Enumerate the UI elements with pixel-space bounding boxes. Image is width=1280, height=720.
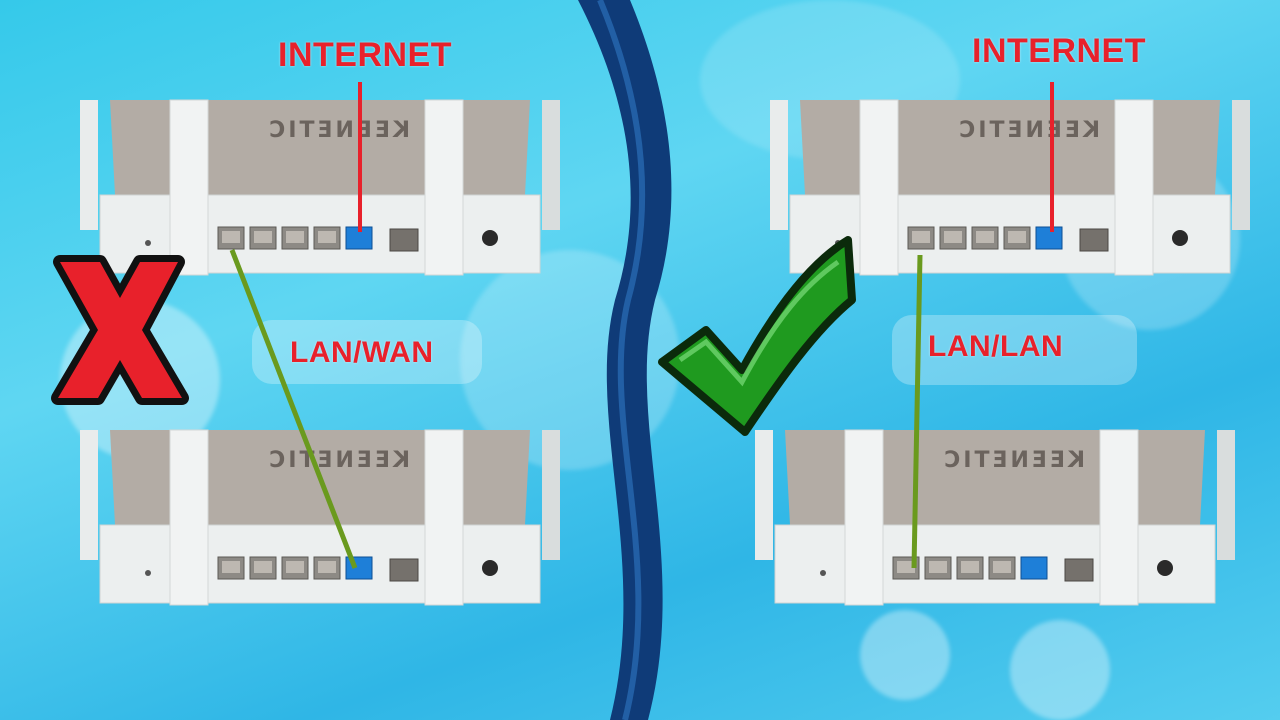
lan-port-socket: [318, 231, 336, 243]
power-jack: [1172, 230, 1188, 246]
lan-port-socket: [318, 561, 336, 573]
reset-button: [145, 240, 151, 246]
router-brand-logo: KEENETIC: [941, 448, 1085, 473]
router-brand-logo: KEENETIC: [956, 118, 1100, 143]
router-pillar: [424, 429, 464, 606]
lan-port-socket: [254, 231, 272, 243]
power-jack: [482, 230, 498, 246]
reset-button: [820, 570, 826, 576]
lan-port-socket: [254, 561, 272, 573]
power-jack: [482, 560, 498, 576]
cable-right: [911, 254, 923, 569]
antenna: [542, 100, 560, 230]
lan-lan-label: LAN/LAN: [928, 330, 1064, 363]
antenna: [770, 100, 788, 230]
router-top-left: KEENETIC: [80, 99, 560, 276]
internet-label-left: INTERNET: [278, 36, 452, 74]
label-backdrop: [892, 315, 1137, 385]
lan-port-socket: [897, 561, 915, 573]
wan-port: [1020, 556, 1048, 580]
router-top-right: KEENETIC: [770, 99, 1250, 276]
label-backdrop: [252, 320, 482, 384]
antenna: [755, 430, 773, 560]
lan-port-socket: [976, 231, 994, 243]
antenna: [542, 430, 560, 560]
internet-label-right: INTERNET: [972, 32, 1146, 70]
lan-port-socket: [944, 231, 962, 243]
router-brand-logo: KEENETIC: [266, 118, 410, 143]
router-pillar: [424, 99, 464, 276]
wan-port: [1035, 226, 1063, 250]
lan-port-socket: [286, 231, 304, 243]
lan-port-socket: [1008, 231, 1026, 243]
power-jack: [1157, 560, 1173, 576]
router-bottom-right: KEENETIC: [755, 429, 1235, 606]
cable-left: [229, 249, 358, 569]
checkmark-icon: [658, 236, 856, 436]
router-pillar: [169, 429, 209, 606]
router-pillar: [1099, 429, 1139, 606]
router-pillar: [1114, 99, 1154, 276]
x-mark-icon: [51, 255, 189, 405]
usb-port: [1064, 558, 1094, 582]
antenna: [1232, 100, 1250, 230]
usb-port: [1079, 228, 1109, 252]
bokeh-light: [860, 610, 950, 700]
antenna: [1217, 430, 1235, 560]
lan-port-socket: [286, 561, 304, 573]
lan-wan-label: LAN/WAN: [290, 336, 434, 369]
antenna: [80, 100, 98, 230]
bokeh-light: [1010, 620, 1110, 720]
lan-port-socket: [222, 231, 240, 243]
router-pillar: [859, 99, 899, 276]
lan-port-socket: [993, 561, 1011, 573]
lan-port-socket: [929, 561, 947, 573]
router-pillar: [169, 99, 209, 276]
reset-button: [145, 570, 151, 576]
lan-port-socket: [222, 561, 240, 573]
lan-port-socket: [912, 231, 930, 243]
router-pillar: [844, 429, 884, 606]
lan-port-socket: [961, 561, 979, 573]
router-bottom-left: KEENETIC: [80, 429, 560, 606]
antenna: [80, 430, 98, 560]
usb-port: [389, 228, 419, 252]
router-brand-logo: KEENETIC: [266, 448, 410, 473]
usb-port: [389, 558, 419, 582]
